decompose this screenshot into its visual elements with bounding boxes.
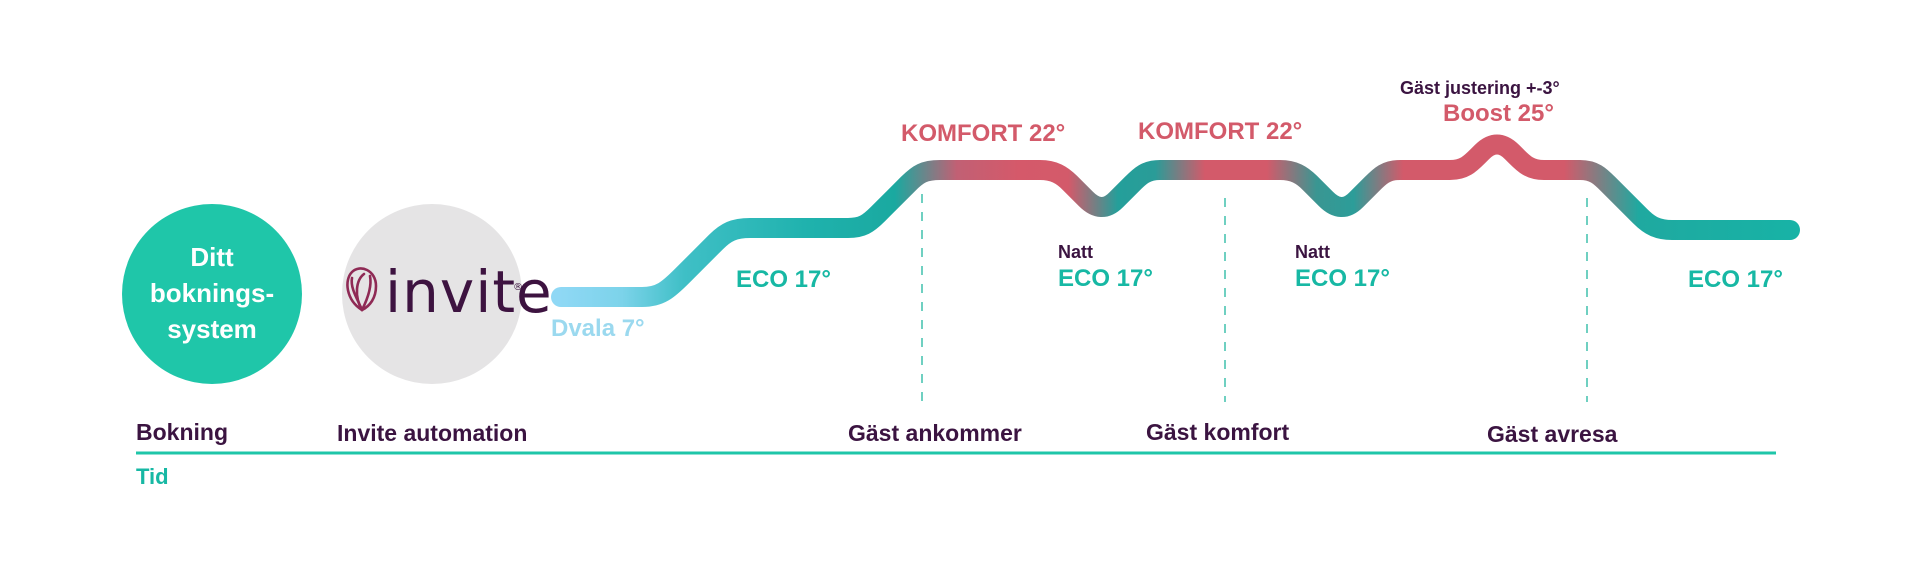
boost-label: Boost 25° xyxy=(1443,100,1554,127)
timeline-bokning: Bokning xyxy=(136,419,228,445)
timeline-invite-automation: Invite automation xyxy=(337,420,527,446)
dvala-label: Dvala 7° xyxy=(551,315,645,342)
timeline-gast-ankommer: Gäst ankommer xyxy=(848,420,1022,446)
temperature-curve xyxy=(551,134,1800,307)
invite-petal-icon xyxy=(346,267,378,312)
booking-system-line-3: system xyxy=(167,314,257,344)
natt-label-2: Natt xyxy=(1295,242,1330,262)
timeline-gast-komfort: Gäst komfort xyxy=(1146,419,1289,445)
guest-adjust-label: Gäst justering +-3° xyxy=(1400,78,1560,98)
timeline-gast-avresa: Gäst avresa xyxy=(1487,421,1618,447)
eco-natt-label-2: ECO 17° xyxy=(1295,265,1390,292)
eco-label-1: ECO 17° xyxy=(736,266,831,293)
komfort-label-2: KOMFORT 22° xyxy=(1138,118,1302,145)
invite-logo-text: invite xyxy=(385,258,553,326)
natt-label-1: Natt xyxy=(1058,242,1093,262)
komfort-label-1: KOMFORT 22° xyxy=(901,120,1065,147)
eco-end-label: ECO 17° xyxy=(1688,266,1783,293)
registered-mark: ® xyxy=(513,282,523,293)
eco-natt-label-1: ECO 17° xyxy=(1058,265,1153,292)
booking-system-line-1: Ditt xyxy=(190,242,234,272)
timeline-tid: Tid xyxy=(136,464,169,489)
booking-system-circle: Ditt boknings- system xyxy=(122,204,302,384)
booking-system-line-2: boknings- xyxy=(150,278,274,308)
invite-logo-circle: invite ® xyxy=(342,204,553,384)
